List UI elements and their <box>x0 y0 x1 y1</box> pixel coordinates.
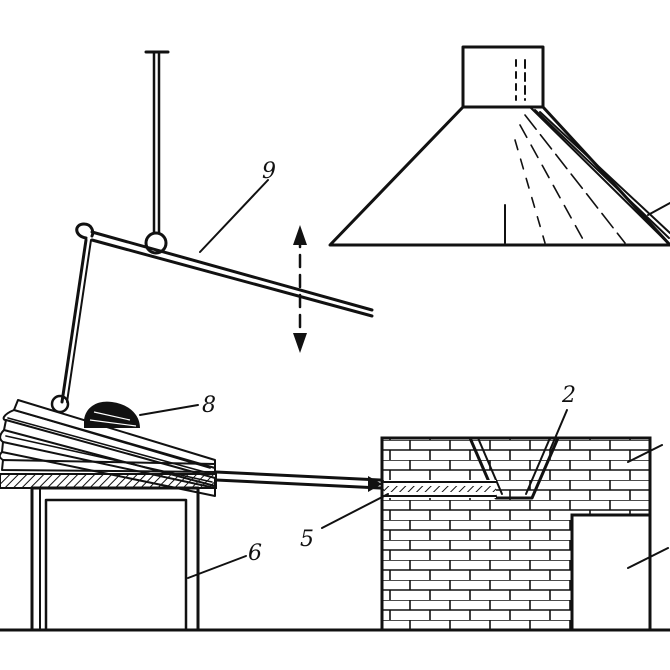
double-arrow-icon <box>293 225 307 353</box>
label-stand-leader <box>187 555 247 579</box>
air-pipe <box>214 470 382 492</box>
label-weight: 8 <box>202 393 216 418</box>
label-outlet-leader <box>321 493 389 529</box>
label-lever-leader <box>199 179 269 253</box>
lever <box>75 222 374 318</box>
label-lever: 9 <box>262 159 276 184</box>
bellows-stand <box>30 486 200 632</box>
ceiling-hanger <box>144 50 170 255</box>
label-furnace-wall-leader <box>627 444 663 463</box>
label-furnace-top: 2 <box>561 383 576 408</box>
bellows <box>0 394 217 497</box>
label-stand: 6 <box>248 541 262 566</box>
furnace <box>380 436 652 632</box>
label-furnace-door-leader <box>627 547 669 569</box>
bellows-rod <box>60 238 88 404</box>
label-furnace-top-leader <box>549 409 568 451</box>
label-weight-leader <box>139 404 199 416</box>
label-outlet: 5 <box>300 527 314 552</box>
exhaust-hood <box>328 45 670 247</box>
